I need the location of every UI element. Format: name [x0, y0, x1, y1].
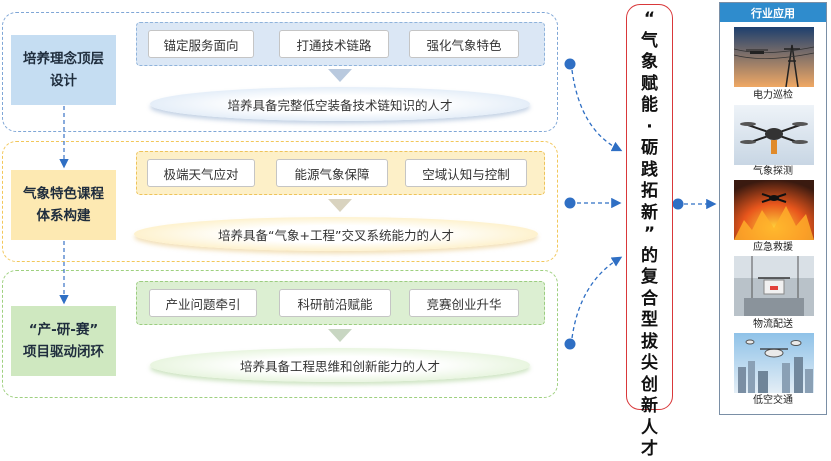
air-taxi-city-photo-icon: [734, 333, 814, 393]
outcome-1: 培养具备完整低空装备技术链知识的人才: [150, 87, 530, 121]
down-arrow-icon: [328, 329, 352, 342]
central-title-char: 型: [641, 310, 658, 330]
central-title-char: 新: [641, 396, 658, 416]
down-arrow-icon: [328, 199, 352, 212]
central-title-char: 砺: [641, 138, 658, 158]
central-title-char: 创: [641, 374, 658, 395]
industry-panel-title: 行业应用: [720, 3, 826, 22]
down-arrow-icon: [328, 69, 352, 82]
central-title-char: 气: [641, 30, 658, 51]
section-frame-2: [2, 141, 558, 262]
connector-dot-1: [564, 58, 576, 70]
tag-1-3: 强化气象特色: [409, 30, 519, 58]
power-line-drone-photo-icon: [734, 27, 814, 87]
fire-rescue-drone-photo-icon: [734, 180, 814, 240]
tag-2-3: 空域认知与控制: [405, 159, 527, 187]
section-1-label: 培养理念顶层 设计: [11, 35, 116, 105]
central-goal-box: “气象赋能·砺践拓新”的复合型拔尖创新人才: [626, 4, 673, 459]
industry-caption-4: 物流配送: [753, 319, 793, 330]
central-title-char: 尖: [641, 353, 658, 373]
central-title-char: 象: [641, 52, 658, 72]
flow-arrow-to-center-3: [571, 256, 623, 339]
central-title-char: 新: [641, 202, 658, 223]
industry-caption-2: 气象探测: [753, 166, 793, 177]
central-title-char: 能: [641, 95, 658, 115]
central-title-char: 拓: [641, 181, 658, 201]
outcome-2: 培养具备“气象+工程”交叉系统能力的人才: [134, 217, 538, 251]
industry-caption-5: 低空交通: [753, 395, 793, 406]
tag-3-1: 产业问题牵引: [149, 289, 257, 317]
tag-1-1: 锚定服务面向: [148, 30, 254, 58]
flow-arrow-to-center-1: [571, 69, 623, 152]
central-title-char: “: [643, 9, 656, 29]
central-title-char: 的: [641, 245, 658, 266]
central-title-char: 复: [641, 267, 658, 287]
section-2-label: 气象特色课程 体系构建: [11, 170, 116, 240]
central-title-char: 践: [641, 159, 658, 180]
central-title-char: 合: [641, 288, 658, 309]
central-title-char: 赋: [641, 73, 658, 94]
tag-1-2: 打通技术链路: [279, 30, 389, 58]
central-title-char: 拔: [641, 331, 658, 352]
outcome-3: 培养具备工程思维和创新能力的人才: [150, 348, 530, 382]
tag-2-2: 能源气象保障: [276, 159, 388, 187]
connector-dot-4: [672, 198, 684, 210]
tag-3-2: 科研前沿赋能: [279, 289, 391, 317]
industry-caption-1: 电力巡检: [753, 90, 793, 101]
central-title-char: 才: [641, 439, 658, 459]
section-frame-3: [2, 270, 558, 398]
connector-dot-3: [564, 338, 576, 350]
industry-caption-3: 应急救援: [753, 242, 793, 253]
central-title-char: ”: [643, 224, 656, 244]
tag-2-1: 极端天气应对: [147, 159, 255, 187]
central-title-char: 人: [641, 417, 658, 438]
connector-dot-2: [564, 197, 576, 209]
section-3-label: “产-研-赛” 项目驱动闭环: [11, 306, 116, 376]
section-frame-1: [2, 12, 558, 132]
weather-drone-photo-icon: [734, 105, 814, 165]
tag-3-3: 竞赛创业升华: [409, 289, 519, 317]
central-title-char: ·: [646, 116, 653, 137]
delivery-drone-photo-icon: [734, 256, 814, 316]
